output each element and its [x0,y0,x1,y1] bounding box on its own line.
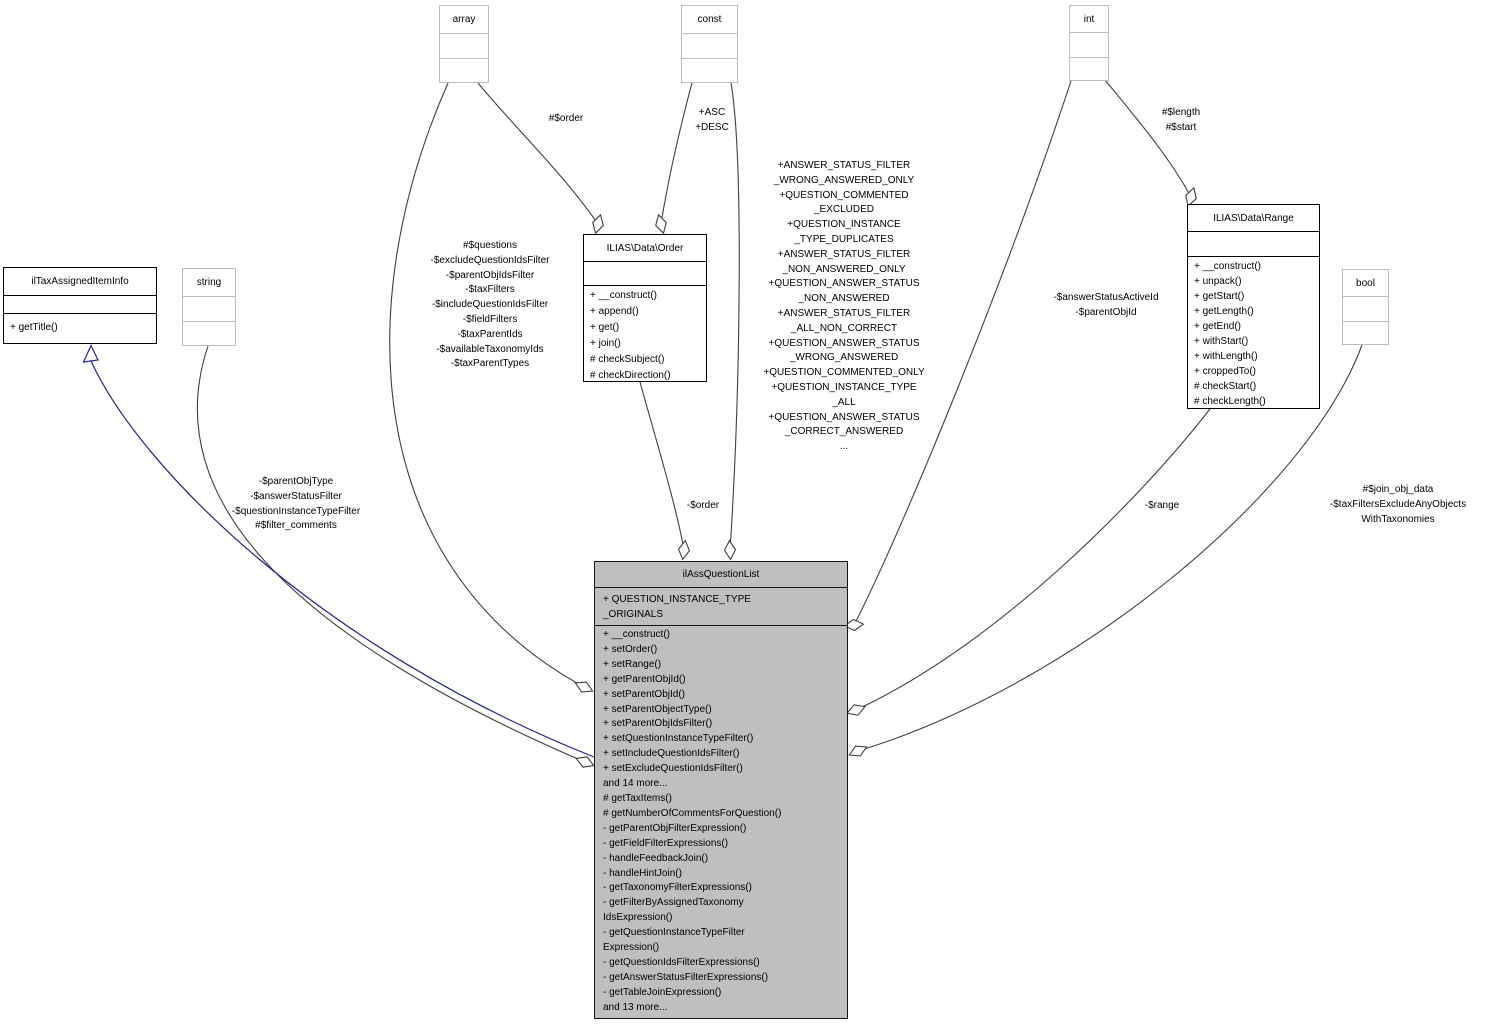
edge-order-to-questlist [639,381,685,551]
aggregation-diamond-icon [574,681,594,693]
type-node-array-label: array [452,14,476,25]
empty-compartment [440,58,488,82]
edge-label-string-fields: -$parentObjType -$answerStatusFilter -$q… [231,476,361,532]
empty-compartment [1343,296,1388,321]
edge-bool-to-questlist [857,344,1363,752]
empty-compartment [1070,32,1108,57]
method-list: + getTitle() [4,313,156,342]
edge-label-bool-fields: #$join_obj_data -$taxFiltersExcludeAnyOb… [1329,484,1467,525]
edge-int-to-range [1104,79,1192,198]
empty-compartment [1070,57,1108,80]
type-node-int: int [1069,5,1109,81]
type-node-array: array [439,5,489,83]
edge-label-questlist-constants: +ANSWER_STATUS_FILTER _WRONG_ANSWERED_ON… [763,160,925,453]
method-list: + __construct() + append() + get() + joi… [584,285,706,381]
edge-const-to-order [660,82,693,225]
class-ilassquestionlist: ilAssQuestionList + QUESTION_INSTANCE_TY… [594,561,848,1019]
empty-compartment [183,321,235,345]
aggregation-diamond-icon [655,213,667,235]
aggregation-diamond-icon [677,539,691,561]
empty-compartment [4,295,156,313]
class-ilias-data-range[interactable]: ILIAS\Data\Range + __construct() + unpac… [1187,204,1320,409]
edge-const-to-questlist [729,82,740,551]
edge-int-to-questlist [853,80,1072,626]
aggregation-diamond-icon [843,618,865,632]
empty-compartment [183,296,235,321]
aggregation-diamond-icon [723,539,737,561]
type-node-const-label: const [697,14,722,25]
edge-label-order-member: -$order [686,500,720,511]
class-title: ILIAS\Data\Range [1213,212,1294,224]
empty-compartment [1343,321,1388,344]
type-node-string-label: string [196,277,222,288]
edge-range-to-questlist [855,408,1211,711]
class-title: ilTaxAssignedItemInfo [31,276,129,287]
aggregation-diamond-icon [575,756,595,768]
edge-questlist-to-taxiteminfo [90,360,595,758]
type-node-bool: bool [1342,269,1389,345]
type-node-const: const [681,5,738,83]
empty-compartment [584,261,706,285]
method-list: + __construct() + unpack() + getStart() … [1188,256,1319,408]
class-ilias-data-order[interactable]: ILIAS\Data\Order + __construct() + appen… [583,234,707,382]
empty-compartment [440,33,488,58]
aggregation-diamond-icon [848,745,868,757]
class-iltaxassignediteminfo[interactable]: ilTaxAssignedItemInfo + getTitle() [3,267,157,344]
edge-label-range-fields: #$length #$start [1161,107,1201,133]
empty-compartment [682,58,737,82]
type-node-string: string [182,268,236,346]
edge-label-order-field: #$order [548,113,584,124]
edge-label-range-member: -$range [1144,500,1180,511]
edge-label-array-fields: #$questions -$excludeQuestionIdsFilter -… [430,240,550,370]
edge-label-int-fields: -$answerStatusActiveId -$parentObjId [1053,292,1159,318]
class-title: ILIAS\Data\Order [606,242,684,254]
empty-compartment [1188,231,1319,256]
aggregation-diamond-icon [846,704,866,716]
type-node-bool-label: bool [1356,277,1375,289]
edge-array-to-questlist [389,82,585,688]
inheritance-arrow-icon [82,344,99,363]
empty-compartment [682,33,737,58]
method-list: + __construct() + setOrder() + setRange(… [595,625,847,1016]
edge-string-to-questlist [196,345,586,763]
type-node-int-label: int [1083,13,1095,25]
constant-list: + QUESTION_INSTANCE_TYPE _ORIGINALS [595,587,847,625]
edge-array-to-order [477,82,599,225]
aggregation-diamond-icon [592,213,604,235]
class-title: ilAssQuestionList [682,569,760,580]
edge-label-order-constants: +ASC +DESC [695,107,729,133]
